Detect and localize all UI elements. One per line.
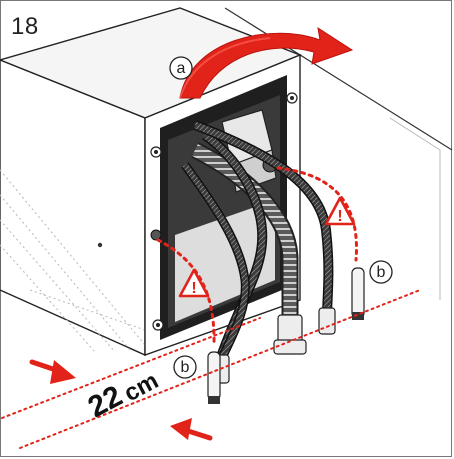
curved-arrow-right-icon [179,26,354,99]
hoses [181,120,365,404]
callout-b-right: b [369,260,393,284]
dimension-label: 22 cm [83,367,163,424]
step-number: 18 [11,13,39,40]
arrow-right-icon [29,359,76,384]
svg-text:!: ! [191,280,196,297]
wall [224,7,453,300]
svg-text:cm: cm [120,367,163,407]
svg-text:a: a [177,60,186,77]
dimension-lines [1,289,421,449]
warning-triangle-icon: ! [178,268,210,298]
callout-b-left: b [173,355,197,379]
warning-triangle-icon: ! [324,196,356,226]
guide-arcs [156,166,358,347]
svg-text:!: ! [337,208,342,225]
svg-text:b: b [181,359,190,376]
svg-text:b: b [377,264,386,281]
arrow-left-icon [170,418,213,441]
callout-a: a [169,56,193,80]
